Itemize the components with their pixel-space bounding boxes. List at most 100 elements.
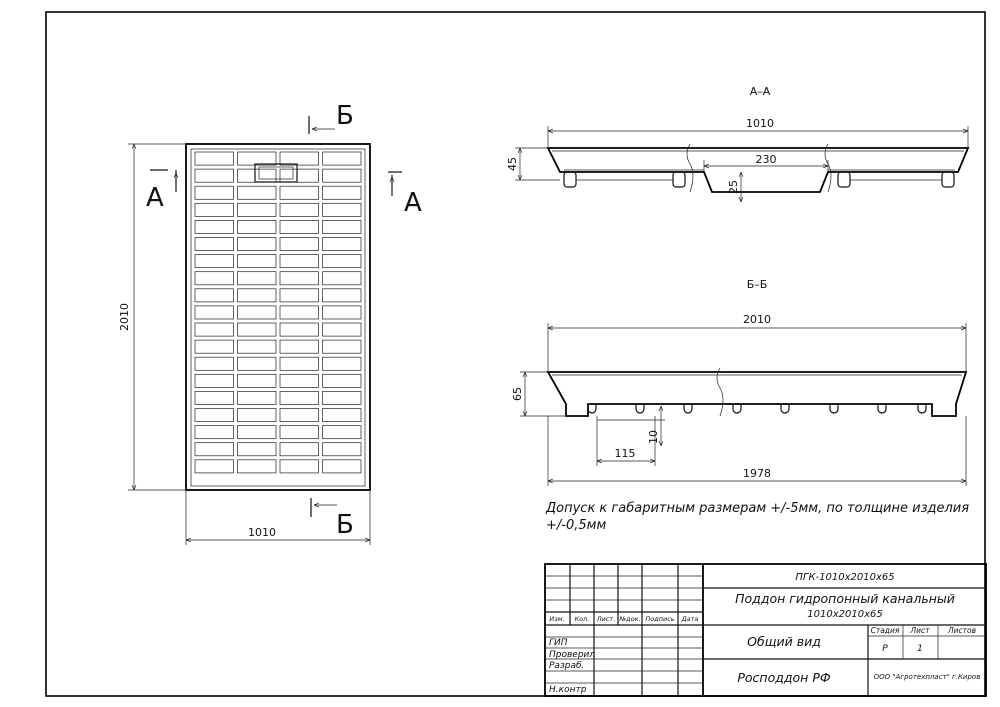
tray-cell [322,237,362,251]
tray-cell [237,254,277,269]
section-a-left-letter: А [146,183,164,213]
tray-cell [279,391,319,405]
tray-cell [322,271,362,286]
tray-cell [237,339,277,354]
dim-bb-height-label: 65 [511,387,524,401]
tray-cell [237,288,277,303]
tray-cell [237,408,277,422]
tray-outline [185,143,371,491]
tray-cell [194,305,234,320]
tray-cell [194,151,234,166]
section-b-top-letter: Б [336,101,354,131]
dim-aa-depth-label: 25 [727,180,740,194]
tray-cell [322,202,362,217]
tray-cell [279,442,319,457]
tray-cell [322,322,362,337]
tray-cell [237,220,277,234]
tray-cell-grid [194,151,362,474]
tray-cell [237,322,277,337]
tb-manufacturer: ООО "Агротехпласт" г.Киров [874,673,981,681]
tray-cell [194,459,234,474]
tray-cell [237,185,277,200]
bb-support-ribs [587,404,927,414]
tray-cell [194,425,234,440]
tray-cell [237,305,277,320]
tray-cell [279,220,319,234]
tray-cell [194,442,234,457]
tray-cell [279,322,319,337]
tray-cell [322,408,362,422]
tray-cell [322,288,362,303]
tray-cell [237,237,277,251]
tb-sheet-header: Лист [909,626,930,635]
tb-stage-header: Стадия [871,626,900,635]
section-aa: А–А 1010 45 230 25 [506,85,970,202]
tray-cell [237,271,277,286]
section-a-right-letter: А [404,188,422,218]
plan-view: 2010 1010 А А Б Б [118,101,422,545]
tray-cell [237,151,277,166]
dim-bb-leg-height-label: 10 [647,430,660,444]
dim-aa-height-label: 45 [506,157,519,171]
dim-height-label: 2010 [118,303,131,331]
tray-cell [279,425,319,440]
tray-cell [237,391,277,405]
tray-cell [237,442,277,457]
dim-aa-length-label: 1010 [746,117,774,130]
tb-role-checked: Проверил [549,650,595,660]
tb-product-size: 1010х2010х65 [807,609,882,620]
tray-cell [194,237,234,251]
dim-width-label: 1010 [248,526,276,539]
tray-cell [237,459,277,474]
tb-col-sheet: Лист. [596,615,616,623]
tray-cell [322,305,362,320]
tray-cell [279,339,319,354]
tray-cell [237,373,277,388]
sheet-frame [45,11,986,697]
tray-cell [279,254,319,269]
section-aa-title: А–А [750,85,771,98]
tray-cell [279,288,319,303]
dim-bb-leg-spacing-label: 115 [615,447,636,460]
dim-bb-length-label: 2010 [743,313,771,326]
tray-cell [194,408,234,422]
dim-bb-inner-label: 1978 [743,467,771,480]
tb-col-signature: Подпись [645,615,674,623]
tray-cell [279,373,319,388]
bb-rib [877,404,887,414]
tray-cell [194,391,234,405]
tray-cell [279,408,319,422]
tray-cell [194,220,234,234]
tray-cell [237,168,277,183]
tray-cell [194,185,234,200]
tolerance-note-line1: Допуск к габаритным размерам +/-5мм, по … [545,501,969,516]
tray-cell [322,459,362,474]
section-bb: Б–Б 2010 65 115 10 1978 [511,278,968,486]
tb-role-normcontrol: Н.контр [549,685,587,695]
bb-tray-profile [546,371,968,417]
tb-sheet-value: 1 [917,644,923,654]
aa-tray-profile [546,147,970,193]
tray-cell [237,356,277,371]
tb-col-change: Изм. [549,615,564,623]
tray-cell [322,185,362,200]
tray-cell [194,288,234,303]
tray-inner-rim [190,148,366,487]
label-plate [254,163,298,183]
tray-cell [322,168,362,183]
tray-cell [322,151,362,166]
bb-rib [587,404,597,414]
tray-cell [194,356,234,371]
bb-rib [917,404,927,414]
tray-cell [322,425,362,440]
bb-rib [635,404,645,414]
tolerance-note-line2: +/-0,5мм [546,518,606,533]
tray-cell [279,459,319,474]
aa-break-mark-left [686,143,694,193]
tray-cell [279,151,319,166]
section-b-bottom-letter: Б [336,510,354,540]
tray-cell [194,254,234,269]
label-plate-inner [258,166,294,180]
tb-view-name: Общий вид [747,634,821,649]
tray-cell [194,322,234,337]
